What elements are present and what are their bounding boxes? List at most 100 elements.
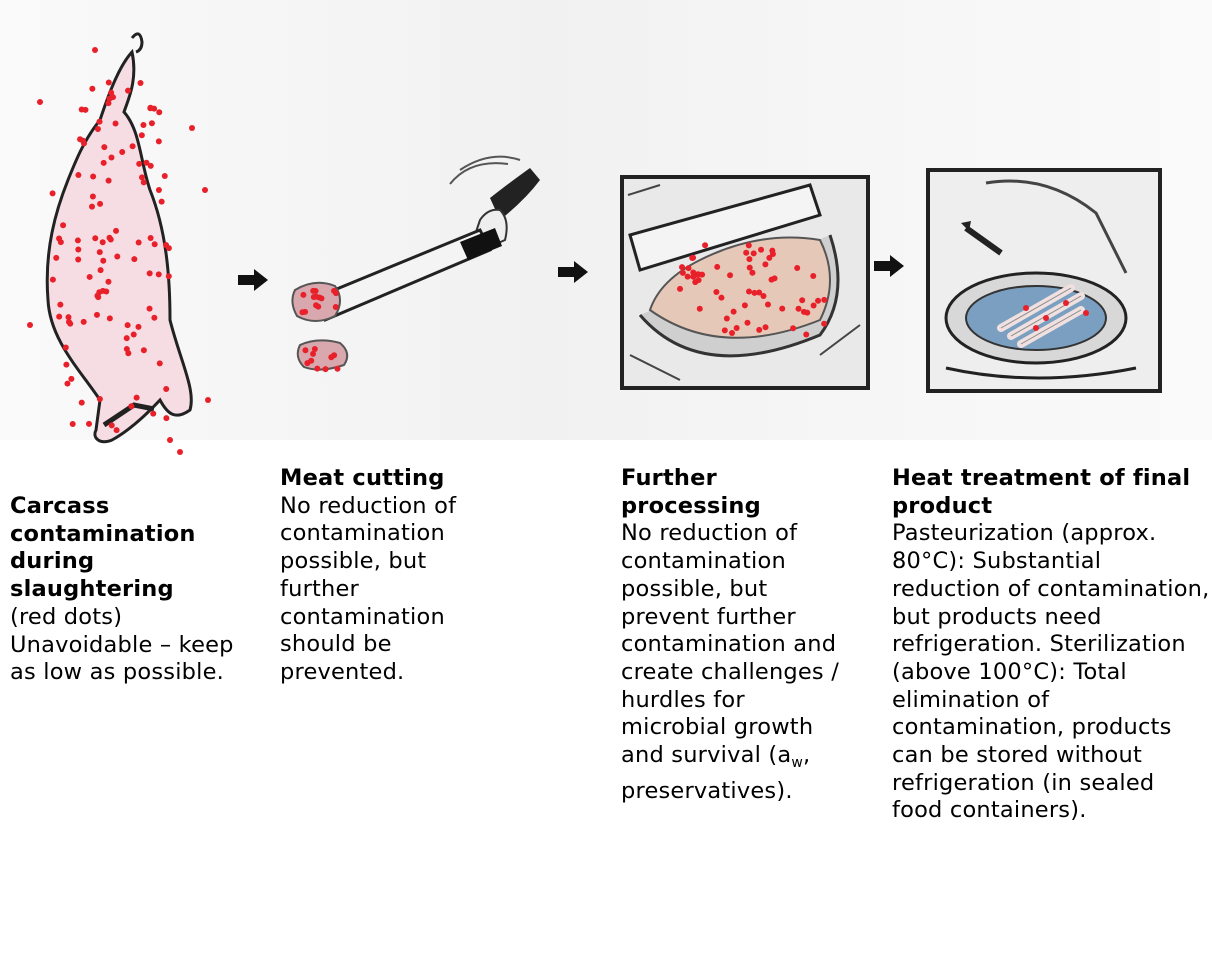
contamination-dot: [86, 421, 92, 427]
contamination-dot: [124, 346, 130, 352]
contamination-dot: [313, 288, 319, 294]
contamination-dot: [109, 422, 115, 428]
subscript-w: w: [791, 755, 803, 771]
contamination-dot: [152, 241, 158, 247]
contamination-dot: [718, 295, 724, 301]
stage-title: Meat cutting: [280, 465, 495, 493]
contamination-dot: [692, 279, 698, 285]
contamination-dot: [125, 88, 131, 94]
contamination-dot: [56, 235, 62, 241]
contamination-dot: [166, 245, 172, 251]
contamination-dot: [756, 327, 762, 333]
contamination-dot: [765, 301, 771, 307]
stage-caption-meat-cutting: Meat cutting No reduction of contaminati…: [280, 465, 495, 687]
contamination-dot: [95, 126, 101, 132]
contamination-dot: [810, 273, 816, 279]
stage-title: Further processing: [621, 465, 846, 520]
contamination-dot: [141, 347, 147, 353]
contamination-dot: [106, 80, 112, 86]
contamination-dot: [747, 265, 753, 271]
contamination-dot: [57, 302, 63, 308]
contamination-dot: [1083, 310, 1089, 316]
contamination-dot: [97, 119, 103, 125]
contamination-dot: [150, 411, 156, 417]
contamination-dot: [75, 237, 81, 243]
heat-treatment-illustration: [926, 168, 1162, 393]
contamination-dot: [762, 261, 768, 267]
contamination-dot: [794, 265, 800, 271]
contamination-dot: [147, 105, 153, 111]
stage-description: (red dots) Unavoidable – keep as low as …: [10, 604, 235, 687]
further-processing-illustration: [620, 175, 870, 390]
contamination-dot: [202, 187, 208, 193]
contamination-dot: [177, 449, 183, 455]
contamination-dot: [159, 199, 165, 205]
contamination-dot: [744, 320, 750, 326]
contamination-dot: [130, 143, 136, 149]
contamination-dot: [205, 397, 211, 403]
contamination-dot: [694, 272, 700, 278]
contamination-dot: [148, 235, 154, 241]
contamination-dot: [799, 297, 805, 303]
contamination-dot: [134, 395, 140, 401]
contamination-dot: [1033, 325, 1039, 331]
flow-arrow-3: [872, 254, 906, 278]
contamination-dot: [312, 346, 318, 352]
stage-title: Carcass contamination during slaughterin…: [10, 493, 235, 604]
carcass-illustration: [20, 20, 220, 460]
contamination-dot: [796, 306, 802, 312]
contamination-dot: [37, 99, 43, 105]
contamination-dot: [734, 325, 740, 331]
contamination-dot: [108, 154, 114, 160]
stage-title: Heat treatment of final product: [892, 465, 1210, 520]
contamination-dot: [763, 324, 769, 330]
contamination-dot: [731, 309, 737, 315]
contamination-dot: [105, 279, 111, 285]
stage-caption-further-processing: Further processing No reduction of conta…: [621, 465, 846, 805]
contamination-dot: [156, 138, 162, 144]
contamination-dot: [702, 242, 708, 248]
contamination-dot: [131, 332, 137, 338]
contamination-dot: [100, 239, 106, 245]
contamination-dot: [60, 222, 66, 228]
contamination-dot: [27, 322, 33, 328]
contamination-dot: [746, 288, 752, 294]
contamination-dot: [124, 335, 130, 341]
contamination-dot: [686, 265, 692, 271]
contamination-dot: [63, 362, 69, 368]
contamination-dot: [119, 149, 125, 155]
contamination-dot: [713, 289, 719, 295]
contamination-dot: [147, 270, 153, 276]
contamination-dot: [136, 161, 142, 167]
contamination-dot: [743, 250, 749, 256]
contamination-dot: [729, 330, 735, 336]
contamination-dot: [50, 277, 56, 283]
contamination-dot: [314, 366, 320, 372]
meat-piece: [298, 340, 347, 369]
contamination-dot: [677, 286, 683, 292]
contamination-dot: [302, 347, 308, 353]
contamination-dot: [65, 314, 71, 320]
contamination-dot: [163, 386, 169, 392]
contamination-dot: [151, 315, 157, 321]
contamination-dot: [113, 228, 119, 234]
contamination-dot: [724, 316, 730, 322]
contamination-dot: [680, 270, 686, 276]
stage-description: No reduction of contamination possible, …: [280, 493, 495, 687]
contamination-dot: [106, 235, 112, 241]
contamination-dot: [128, 403, 134, 409]
contamination-dot: [106, 178, 112, 184]
contamination-dot: [156, 109, 162, 115]
contamination-dot: [75, 172, 81, 178]
contamination-dot: [136, 240, 142, 246]
contamination-dot: [79, 400, 85, 406]
contamination-dot: [92, 47, 98, 53]
contamination-dot: [89, 86, 95, 92]
contamination-dot: [156, 187, 162, 193]
contamination-dot: [311, 294, 317, 300]
contamination-dot: [315, 304, 321, 310]
contamination-dot: [331, 352, 337, 358]
contamination-dot: [1043, 315, 1049, 321]
contamination-dot: [323, 366, 329, 372]
contamination-dot: [163, 415, 169, 421]
